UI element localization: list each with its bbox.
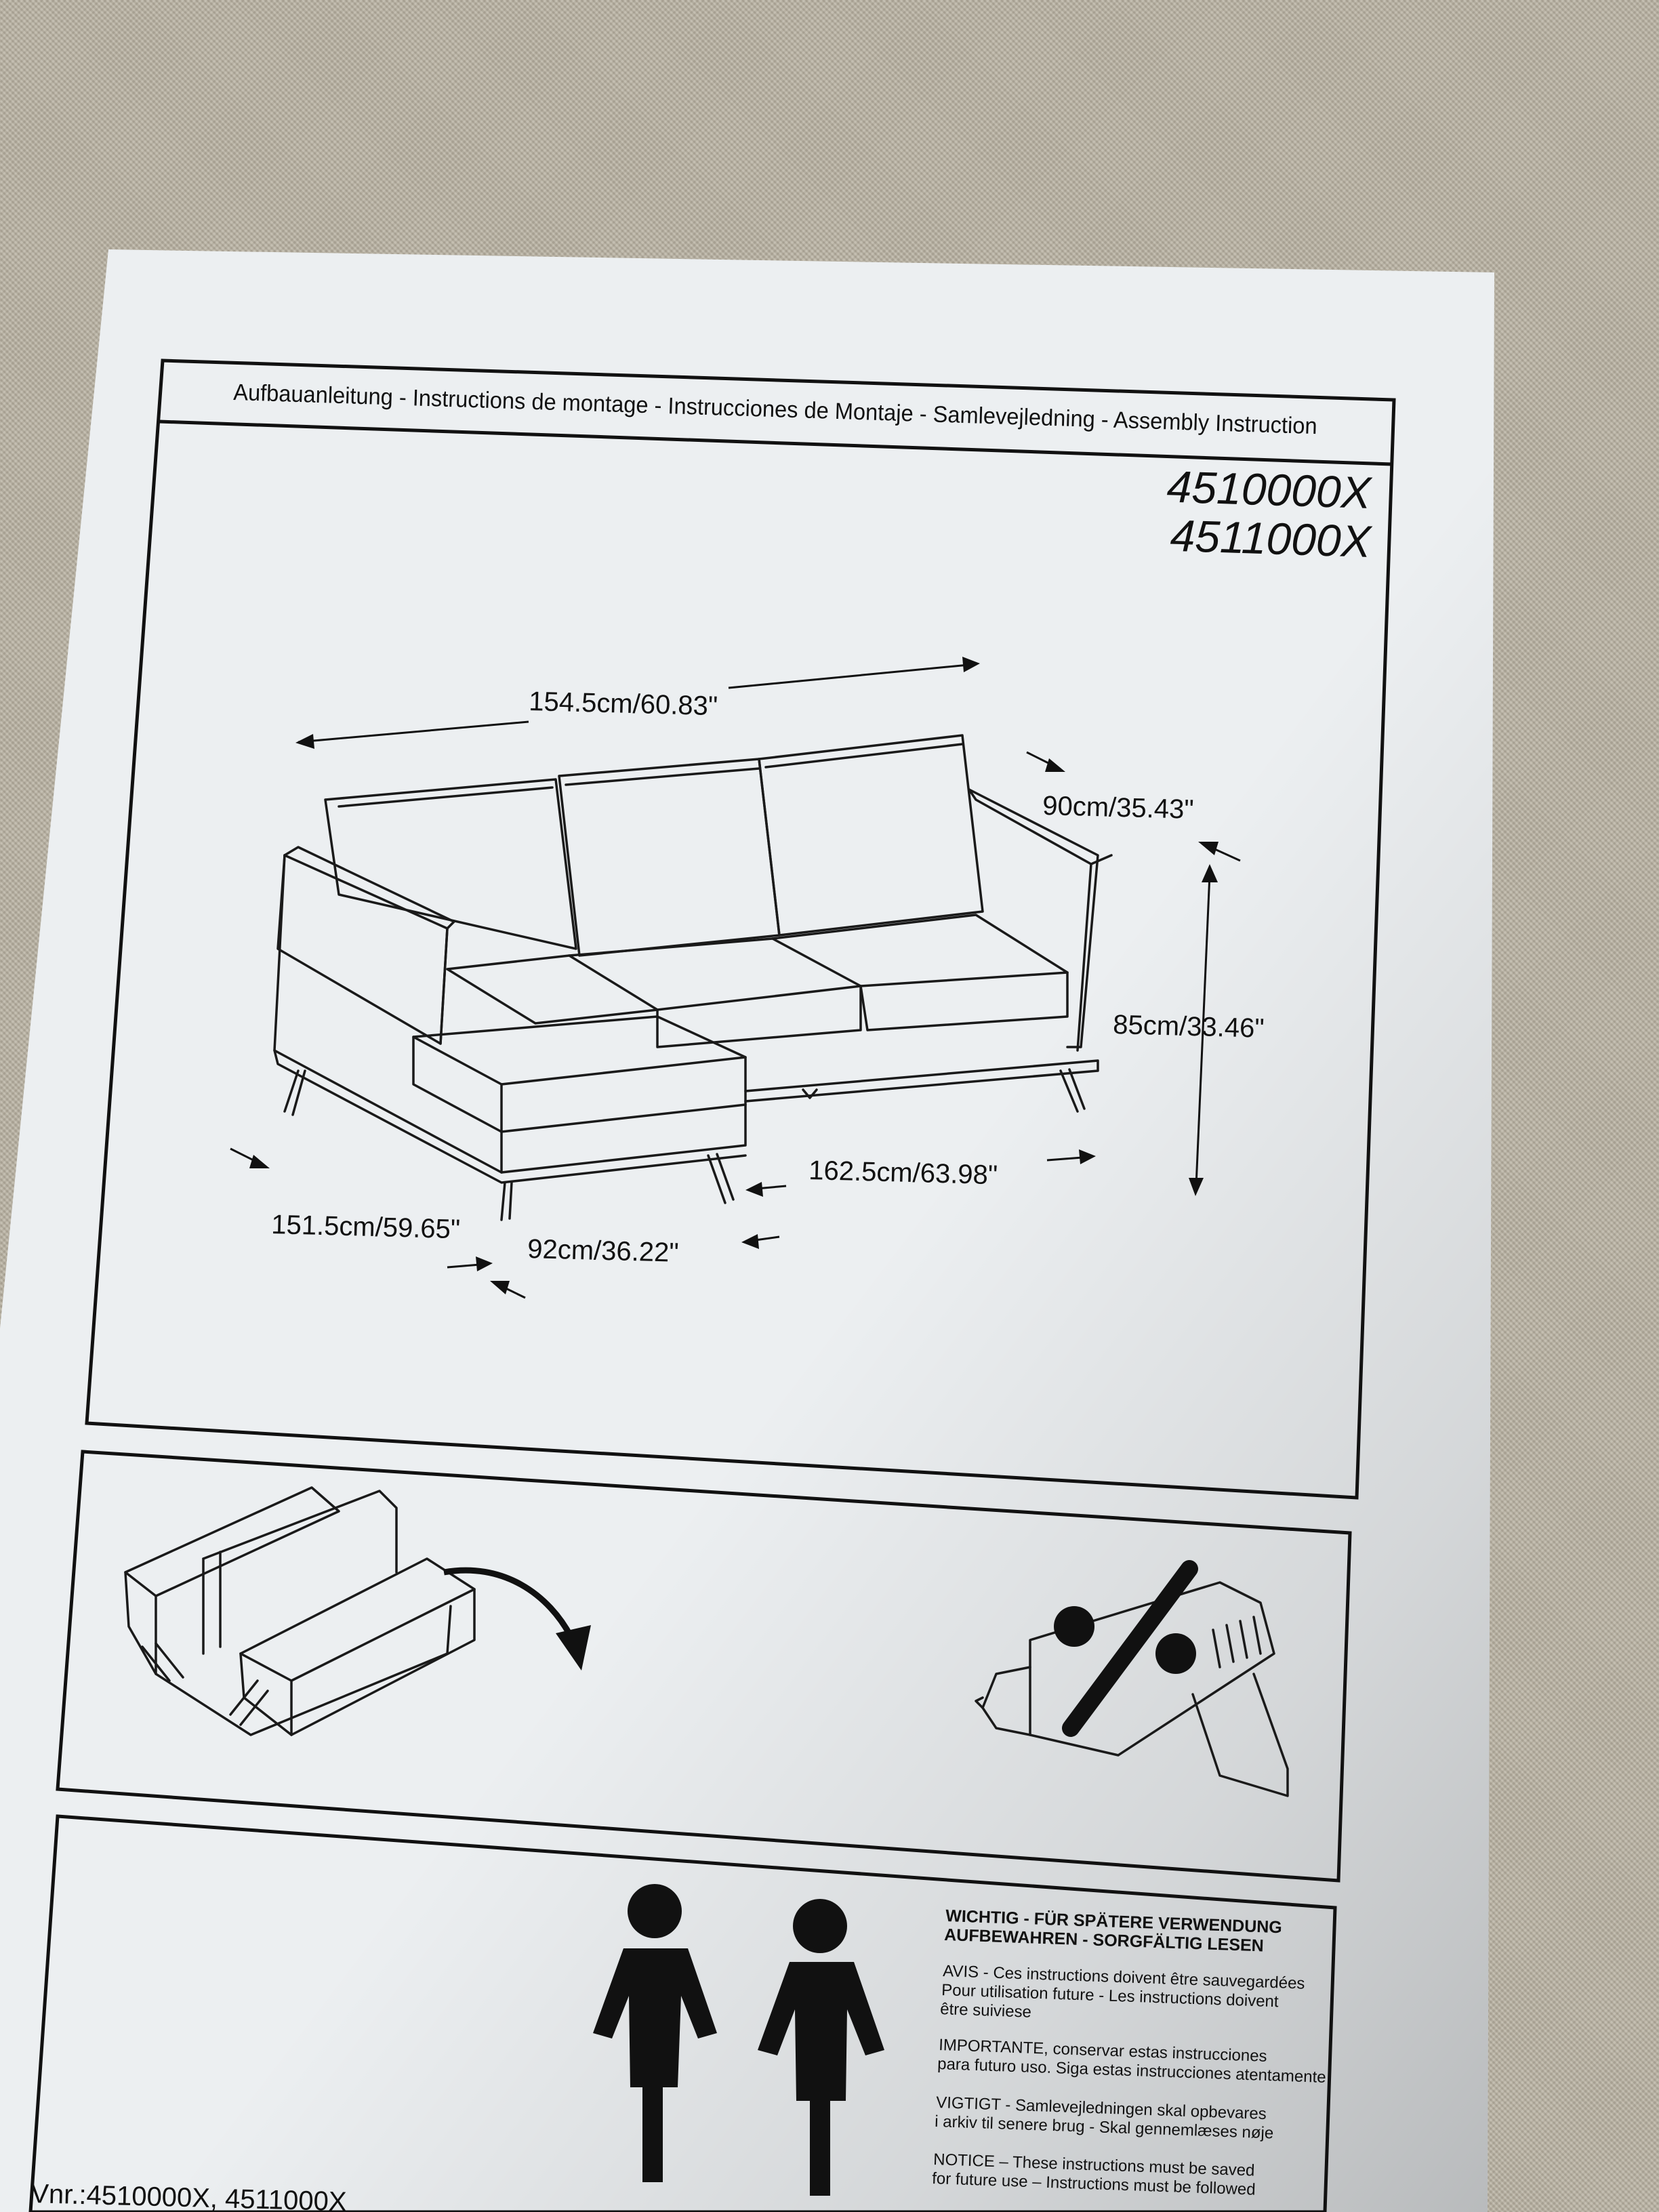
sofa-drawing <box>273 734 1113 1221</box>
header-divider <box>159 419 1393 466</box>
model-number-2: 4511000X <box>1170 510 1374 567</box>
toolbox-icon <box>124 1486 476 1736</box>
main-panel-frame <box>85 359 1396 1500</box>
dimension-arrows <box>230 657 1241 1299</box>
dim-length-top: 154.5cm/60.83" <box>529 687 718 721</box>
curved-arrow-icon <box>443 1567 591 1671</box>
dim-chaise-width: 92cm/36.22" <box>527 1234 679 1268</box>
tools-panel-frame <box>56 1450 1352 1883</box>
dim-height: 85cm/33.46" <box>1113 1010 1265 1044</box>
dim-length-bottom: 162.5cm/63.98" <box>808 1155 998 1190</box>
model-number-1: 4510000X <box>1166 462 1374 518</box>
notice-fr-3: être suiviese <box>940 2000 1032 2022</box>
paper-shadow <box>0 249 1494 2212</box>
notice-panel-frame <box>28 1814 1337 2212</box>
power-drill-prohibited-icon <box>975 1560 1289 1797</box>
dim-depth: 90cm/35.43" <box>1042 791 1194 825</box>
dim-chaise-length: 151.5cm/59.65" <box>271 1210 461 1244</box>
two-persons-icon <box>593 1884 884 2196</box>
